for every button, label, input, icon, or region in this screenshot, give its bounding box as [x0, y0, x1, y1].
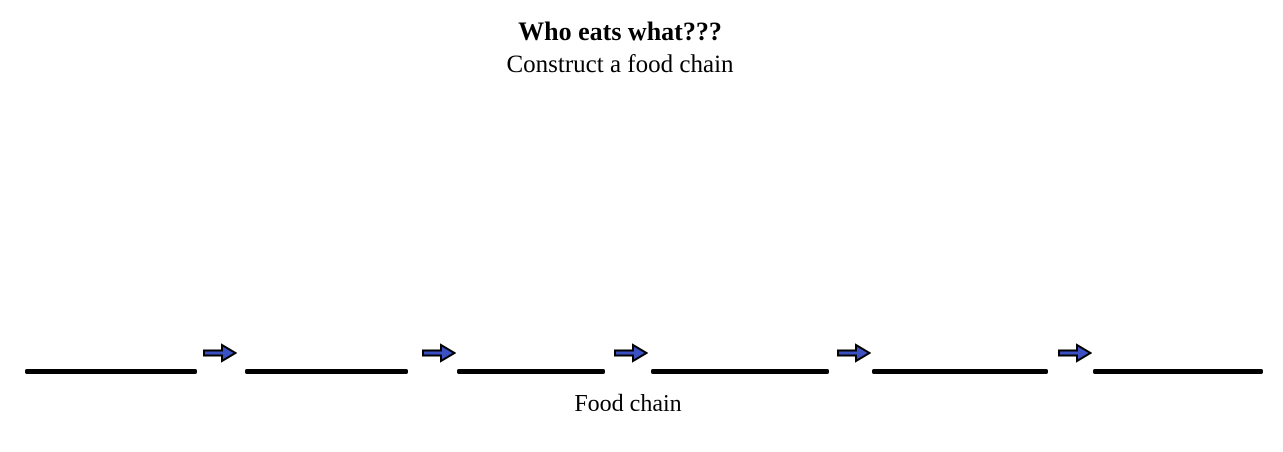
arrow-right-icon-4: [837, 343, 871, 363]
arrow-right-icon-1: [203, 343, 237, 363]
food-chain-label: Food chain: [574, 391, 682, 417]
worksheet-header: Who eats what??? Construct a food chain: [0, 16, 1240, 81]
page-subtitle: Construct a food chain: [506, 50, 734, 78]
food-chain-blank-3[interactable]: [457, 369, 605, 374]
arrow-right-icon-2: [422, 343, 456, 363]
food-chain-blank-2[interactable]: [245, 369, 408, 374]
food-chain-blank-6[interactable]: [1093, 369, 1263, 374]
food-chain-blank-5[interactable]: [872, 369, 1048, 374]
page-title: Who eats what???: [518, 17, 722, 46]
arrow-right-icon-3: [614, 343, 648, 363]
food-chain-blank-4[interactable]: [651, 369, 829, 374]
arrow-right-icon-5: [1058, 343, 1092, 363]
food-chain-blank-1[interactable]: [25, 369, 197, 374]
